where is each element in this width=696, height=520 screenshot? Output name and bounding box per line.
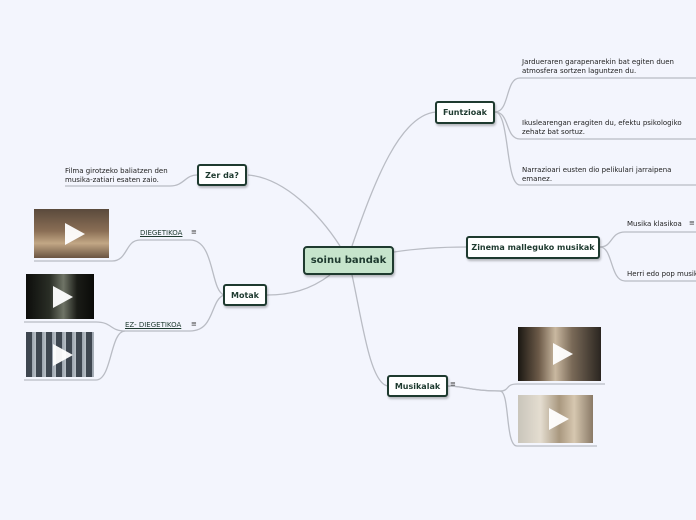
funtzioak-item-2: Ikuslearengan eragiten du, efektu psikol… bbox=[522, 119, 682, 137]
play-icon bbox=[53, 285, 73, 308]
node-funtzioak[interactable]: Funtzioak bbox=[435, 101, 495, 124]
play-icon bbox=[552, 343, 573, 365]
subtopic-ez-diegetikoa[interactable]: EZ- DIEGETIKOA bbox=[125, 321, 182, 329]
funtzioak-item-1-line-1: Jardueraren garapenarekin bat egiten due… bbox=[522, 58, 674, 66]
central-topic[interactable]: soinu bandak bbox=[303, 246, 394, 275]
video-thumbnail-ez-diegetikoa-1[interactable] bbox=[26, 274, 94, 319]
menu-icon[interactable]: ≡ bbox=[689, 219, 695, 227]
subtopic-diegetikoa[interactable]: DIEGETIKOA bbox=[140, 229, 183, 237]
play-icon bbox=[64, 222, 85, 245]
video-thumbnail-musikalak-1[interactable] bbox=[518, 327, 601, 381]
menu-icon[interactable]: ≡ bbox=[191, 228, 197, 236]
funtzioak-item-2-line-2: zehatz bat sortuz. bbox=[522, 128, 585, 136]
node-zinema-malleguko-musikak[interactable]: Zinema malleguko musikak bbox=[466, 236, 600, 259]
funtzioak-item-3-line-2: emanez. bbox=[522, 175, 553, 183]
zinema-item-klasikoa: Musika klasikoa bbox=[627, 220, 682, 228]
funtzioak-item-1: Jardueraren garapenarekin bat egiten due… bbox=[522, 58, 674, 76]
menu-icon[interactable]: ≡ bbox=[191, 320, 197, 328]
menu-icon[interactable]: ≡ bbox=[450, 380, 456, 388]
play-icon bbox=[53, 343, 73, 366]
node-motak[interactable]: Motak bbox=[223, 284, 267, 306]
video-thumbnail-ez-diegetikoa-2[interactable] bbox=[26, 332, 94, 377]
node-zer-da[interactable]: Zer da? bbox=[197, 164, 247, 186]
zer-da-line-2: musika-zatiari esaten zaio. bbox=[65, 176, 159, 184]
zer-da-line-1: Filma girotzeko baliatzen den bbox=[65, 167, 168, 175]
zinema-item-herri: Herri edo pop musika bbox=[627, 270, 696, 278]
play-icon bbox=[548, 408, 569, 430]
video-thumbnail-diegetikoa[interactable] bbox=[34, 209, 109, 258]
funtzioak-item-1-line-2: atmosfera sortzen laguntzen du. bbox=[522, 67, 637, 75]
funtzioak-item-2-line-1: Ikuslearengan eragiten du, efektu psikol… bbox=[522, 119, 682, 127]
zer-da-description: Filma girotzeko baliatzen den musika-zat… bbox=[65, 167, 168, 185]
video-thumbnail-musikalak-2[interactable] bbox=[518, 395, 593, 443]
funtzioak-item-3-line-1: Narrazioari eusten dio pelikulari jarrai… bbox=[522, 166, 672, 174]
node-musikalak[interactable]: Musikalak bbox=[387, 375, 448, 397]
funtzioak-item-3: Narrazioari eusten dio pelikulari jarrai… bbox=[522, 166, 671, 184]
